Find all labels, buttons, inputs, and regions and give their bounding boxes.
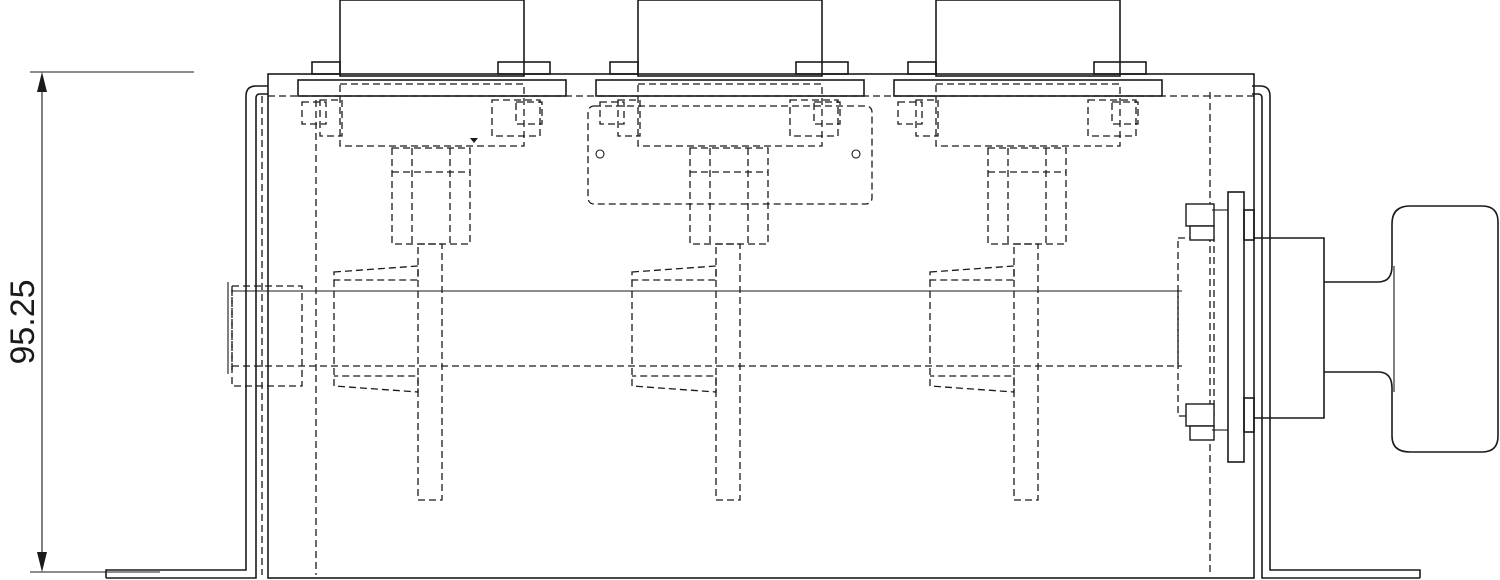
connector-flange xyxy=(637,83,823,147)
cam-lever xyxy=(715,243,741,501)
dimension-arrow-top xyxy=(37,72,47,92)
nut-bottom xyxy=(1185,403,1215,427)
cam-lever xyxy=(1013,243,1039,501)
dimension-label: 95.25 xyxy=(4,279,42,364)
mounting-bracket xyxy=(105,73,1421,579)
knob xyxy=(1254,205,1499,453)
connector-body xyxy=(339,0,525,77)
connector-stem xyxy=(689,147,769,245)
connector-2 xyxy=(595,0,865,245)
connector-body xyxy=(935,0,1121,77)
bracket-hidden-lines xyxy=(261,92,1254,575)
connector-1 xyxy=(297,0,567,245)
dimension-95-25: 95.25 xyxy=(4,71,194,573)
cam-1 xyxy=(333,243,443,501)
shaft-bushing xyxy=(231,285,303,387)
connector-flange xyxy=(339,83,525,147)
connector-3 xyxy=(893,0,1163,245)
cam-lever xyxy=(417,243,443,501)
switch-plate-hidden xyxy=(587,105,873,205)
cam-2 xyxy=(631,243,741,501)
connector-stem xyxy=(987,147,1067,245)
dimension-arrow-bottom xyxy=(37,552,47,572)
connector-body xyxy=(637,0,823,77)
connector-flange xyxy=(935,83,1121,147)
bracket-body xyxy=(267,73,1255,579)
nut-top xyxy=(1185,203,1215,227)
cam-3 xyxy=(929,243,1039,501)
connector-stem xyxy=(391,147,471,245)
panel-plate xyxy=(1177,191,1255,463)
shaft xyxy=(227,282,1182,387)
